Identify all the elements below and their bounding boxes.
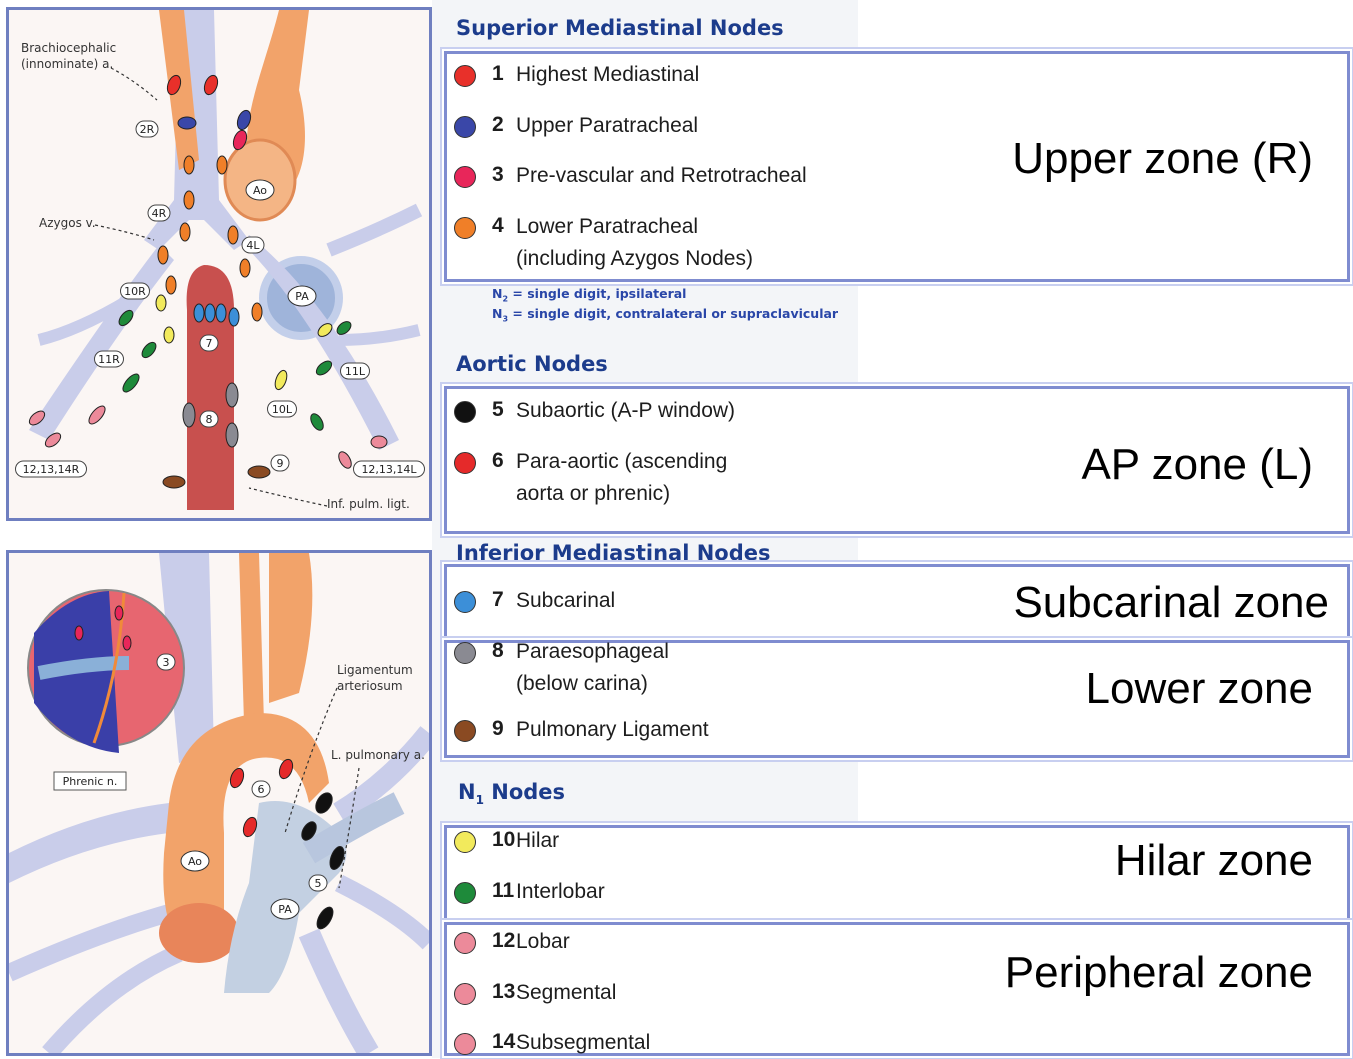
- station-label: Segmental: [516, 977, 616, 1009]
- station-tag-label: 3: [163, 656, 170, 669]
- label-pa: PA: [295, 290, 309, 303]
- station-tag-label: 12,13,14L: [361, 463, 417, 476]
- label-innominate: (innominate) a.: [21, 57, 113, 71]
- label-arteriosum: arteriosum: [337, 679, 403, 693]
- station-color-dot: [454, 932, 476, 954]
- station-color-dot: [454, 720, 476, 742]
- station-number: 2: [492, 113, 516, 137]
- station-number: 13: [492, 980, 516, 1004]
- station-label: Subsegmental: [516, 1027, 650, 1059]
- station-color-dot: [454, 983, 476, 1005]
- zone-label-subcarinal: Subcarinal zone: [1013, 578, 1329, 628]
- station-number: 9: [492, 717, 516, 741]
- station-tag-label: 8: [206, 413, 213, 426]
- legend-item-station-13: 13Segmental: [454, 980, 616, 1009]
- label-ao: Ao: [253, 184, 267, 197]
- station-color-dot: [454, 452, 476, 474]
- zone-label-ap: AP zone (L): [1081, 440, 1313, 490]
- station-color-dot: [454, 1033, 476, 1055]
- station-label: Pre-vascular and Retrotracheal: [516, 160, 807, 192]
- station-tag-label: 4R: [152, 207, 167, 220]
- station-tag-label: 11R: [98, 353, 120, 366]
- station-tag-label: 12,13,14R: [23, 463, 80, 476]
- legend-item-station-5: 5Subaortic (A-P window): [454, 398, 735, 427]
- station-label: Pulmonary Ligament: [516, 714, 709, 746]
- station-label: Subaortic (A-P window): [516, 395, 735, 427]
- station-color-dot: [454, 217, 476, 239]
- station-label: Lobar: [516, 926, 570, 958]
- station-number: 8: [492, 639, 516, 663]
- label-l-pulmonary: L. pulmonary a.: [331, 748, 425, 762]
- station-number: 14: [492, 1030, 516, 1054]
- legend-item-station-7: 7Subcarinal: [454, 588, 615, 617]
- section-title-superior: Superior Mediastinal Nodes: [456, 16, 784, 40]
- station-label: Paraesophageal (below carina): [516, 636, 669, 700]
- station-number: 11: [492, 879, 516, 903]
- station-tag-label: 11L: [345, 365, 366, 378]
- section-title-n1: N1 Nodes: [458, 780, 565, 807]
- station-tag-label: 9: [277, 457, 284, 470]
- aortic-nodes-diagram: Ligamentum arteriosum L. pulmonary a. Ph…: [6, 550, 432, 1056]
- station-number: 7: [492, 588, 516, 612]
- station-color-dot: [454, 116, 476, 138]
- label-azygos: Azygos v.: [39, 216, 96, 230]
- station-number: 4: [492, 214, 516, 238]
- station-number: 6: [492, 449, 516, 473]
- station-number: 3: [492, 163, 516, 187]
- note-n2: N2 = single digit, ipsilateral: [492, 286, 686, 304]
- station-number: 1: [492, 62, 516, 86]
- zone-label-lower: Lower zone: [1086, 664, 1313, 714]
- station-label: Hilar: [516, 825, 559, 857]
- station-number: 5: [492, 398, 516, 422]
- station-label: Subcarinal: [516, 585, 615, 617]
- label-ao-bottom: Ao: [188, 855, 202, 868]
- label-pa-bottom: PA: [278, 903, 292, 916]
- label-inf-pulm-ligt: Inf. pulm. ligt.: [327, 497, 410, 511]
- label-brachiocephalic: Brachiocephalic: [21, 41, 116, 55]
- station-number: 12: [492, 929, 516, 953]
- station-tag-label: 10L: [272, 403, 293, 416]
- label-phrenic: Phrenic n.: [63, 775, 118, 788]
- station-tag-label: 6: [258, 783, 265, 796]
- station-label: Para-aortic (ascending aorta or phrenic): [516, 446, 727, 510]
- station-tag-label: 5: [315, 877, 322, 890]
- station-color-dot: [454, 591, 476, 613]
- note-n3: N3 = single digit, contralateral or supr…: [492, 306, 838, 324]
- station-tag-label: 10R: [124, 285, 146, 298]
- station-color-dot: [454, 65, 476, 87]
- station-tag-label: 7: [206, 337, 213, 350]
- zone-label-hilar: Hilar zone: [1115, 836, 1313, 886]
- station-color-dot: [454, 882, 476, 904]
- station-tag-label: 2R: [140, 123, 155, 136]
- station-color-dot: [454, 401, 476, 423]
- zone-label-peripheral: Peripheral zone: [1005, 948, 1313, 998]
- station-label: Highest Mediastinal: [516, 59, 699, 91]
- station-label: Lower Paratracheal (including Azygos Nod…: [516, 211, 753, 275]
- station-number: 10: [492, 828, 516, 852]
- station-label: Upper Paratracheal: [516, 110, 698, 142]
- station-color-dot: [454, 831, 476, 853]
- station-label: Interlobar: [516, 876, 605, 908]
- station-tag-label: 4L: [246, 239, 260, 252]
- section-title-aortic: Aortic Nodes: [456, 352, 608, 376]
- station-color-dot: [454, 642, 476, 664]
- zone-label-upper: Upper zone (R): [1012, 134, 1313, 184]
- mediastinal-nodes-diagram: Brachiocephalic (innominate) a. Azygos v…: [6, 7, 432, 521]
- station-color-dot: [454, 166, 476, 188]
- label-ligamentum: Ligamentum: [337, 663, 413, 677]
- section-title-inferior: Inferior Mediastinal Nodes: [456, 541, 770, 565]
